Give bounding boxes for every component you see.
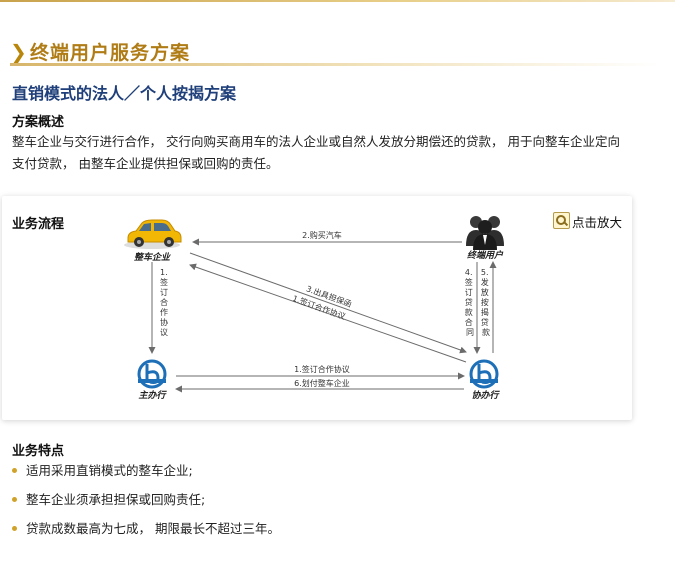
overview-heading: 方案概述 <box>12 115 65 130</box>
overview-text: 整车企业与交行进行合作， 交行向购买商用车的法人企业或自然人发放分期偿还的贷款，… <box>12 134 620 171</box>
magnifier-icon <box>553 212 570 229</box>
chevron-right-icon: ❯ <box>10 40 27 64</box>
zoom-label: 点击放大 <box>572 215 623 230</box>
list-item: 适用采用直销模式的整车企业; <box>12 462 632 491</box>
section-divider <box>10 63 660 66</box>
flow-panel <box>2 196 632 420</box>
bullet-icon <box>12 497 17 502</box>
page-subtitle: 直销模式的法人／个人按揭方案 <box>12 84 237 103</box>
section-header: ❯ 终端用户服务方案 <box>10 38 660 68</box>
flow-heading: 业务流程 <box>12 217 65 232</box>
section-title: 终端用户服务方案 <box>30 42 191 64</box>
top-border <box>0 0 675 2</box>
list-item: 贷款成数最高为七成， 期限最长不超过三年。 <box>12 520 632 549</box>
features-heading: 业务特点 <box>12 444 65 459</box>
features-list: 适用采用直销模式的整车企业; 整车企业须承担担保或回购责任; 贷款成数最高为七成… <box>12 462 632 549</box>
list-item: 整车企业须承担担保或回购责任; <box>12 491 632 520</box>
bullet-icon <box>12 468 17 473</box>
bullet-icon <box>12 526 17 531</box>
